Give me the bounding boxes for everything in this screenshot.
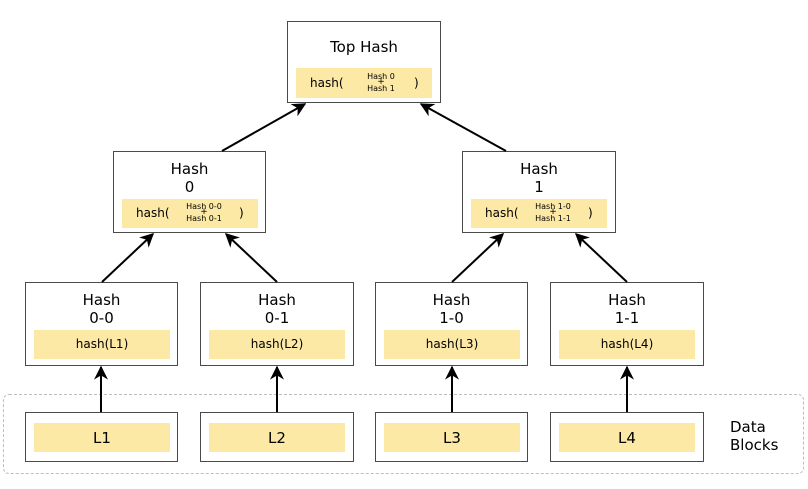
hash-1-1-formula: hash(L4) bbox=[559, 330, 695, 359]
data-blocks-region bbox=[3, 394, 804, 474]
data-blocks-label: Data Blocks bbox=[730, 418, 779, 454]
hash-0-title: Hash 0 bbox=[170, 160, 209, 196]
top-hash-title: Top Hash bbox=[330, 38, 398, 56]
edge-hash1-to-top bbox=[419, 103, 507, 152]
hash-1-formula: hash( Hash 1-0 + Hash 1-1 ) bbox=[471, 199, 607, 228]
block-fill: L2 bbox=[209, 423, 345, 452]
hash-1-title: Hash 1 bbox=[520, 160, 558, 196]
hash-1-1-title: Hash 1-1 bbox=[608, 291, 646, 327]
data-block-l2: L2 bbox=[200, 412, 354, 462]
formula-arg2: Hash 0-1 bbox=[186, 214, 222, 223]
edge-hash11-to-hash1 bbox=[574, 233, 628, 283]
block-label: L2 bbox=[268, 429, 286, 447]
formula-text: hash(L1) bbox=[75, 337, 129, 351]
formula-text: hash(L3) bbox=[425, 337, 479, 351]
formula-arg1: Hash 0 bbox=[367, 72, 395, 81]
formula-fn: hash( bbox=[485, 206, 519, 220]
edge-hash0-to-top bbox=[221, 103, 307, 152]
formula-fn: hash( bbox=[136, 206, 170, 220]
formula-arg1: Hash 0-0 bbox=[186, 202, 222, 211]
hash-0-1-formula: hash(L2) bbox=[209, 330, 345, 359]
hash-0-0-formula: hash(L1) bbox=[34, 330, 170, 359]
hash-1-node: Hash 1 hash( Hash 1-0 + Hash 1-1 ) bbox=[462, 151, 616, 233]
formula-text: hash(L2) bbox=[250, 337, 304, 351]
hash-0-1-title: Hash 0-1 bbox=[258, 291, 296, 327]
hash-0-formula: hash( Hash 0-0 + Hash 0-1 ) bbox=[122, 199, 258, 228]
top-hash-node: Top Hash hash( Hash 0 + Hash 1 ) bbox=[287, 21, 441, 103]
formula-plus: + bbox=[377, 77, 385, 87]
formula-plus: + bbox=[200, 207, 208, 217]
formula-text: hash(L4) bbox=[600, 337, 654, 351]
hash-0-node: Hash 0 hash( Hash 0-0 + Hash 0-1 ) bbox=[113, 151, 266, 233]
hash-0-0-title: Hash 0-0 bbox=[82, 291, 121, 327]
data-block-l3: L3 bbox=[375, 412, 528, 462]
block-fill: L4 bbox=[559, 423, 695, 452]
hash-1-0-formula: hash(L3) bbox=[384, 330, 520, 359]
data-block-l1: L1 bbox=[25, 412, 178, 462]
top-hash-formula: hash( Hash 0 + Hash 1 ) bbox=[296, 68, 432, 98]
formula-plus: + bbox=[549, 207, 557, 217]
hash-1-0-node: Hash 1-0 hash(L3) bbox=[375, 282, 528, 366]
edge-hash00-to-hash0 bbox=[101, 233, 155, 283]
block-label: L4 bbox=[618, 429, 636, 447]
edge-hash10-to-hash1 bbox=[451, 233, 505, 283]
block-fill: L3 bbox=[384, 423, 520, 452]
formula-close: ) bbox=[588, 206, 593, 220]
hash-1-0-title: Hash 1-0 bbox=[432, 291, 471, 327]
data-block-l4: L4 bbox=[550, 412, 704, 462]
hash-0-1-node: Hash 0-1 hash(L2) bbox=[200, 282, 354, 366]
block-fill: L1 bbox=[34, 423, 170, 452]
formula-close: ) bbox=[414, 76, 419, 90]
hash-1-1-node: Hash 1-1 hash(L4) bbox=[550, 282, 704, 366]
edge-hash01-to-hash0 bbox=[224, 233, 278, 283]
hash-0-0-node: Hash 0-0 hash(L1) bbox=[25, 282, 178, 366]
formula-fn: hash( bbox=[310, 76, 344, 90]
block-label: L3 bbox=[443, 429, 461, 447]
block-label: L1 bbox=[93, 429, 111, 447]
formula-arg1: Hash 1-0 bbox=[535, 202, 571, 211]
formula-close: ) bbox=[239, 206, 244, 220]
formula-arg2: Hash 1 bbox=[367, 84, 395, 93]
formula-arg2: Hash 1-1 bbox=[535, 214, 571, 223]
